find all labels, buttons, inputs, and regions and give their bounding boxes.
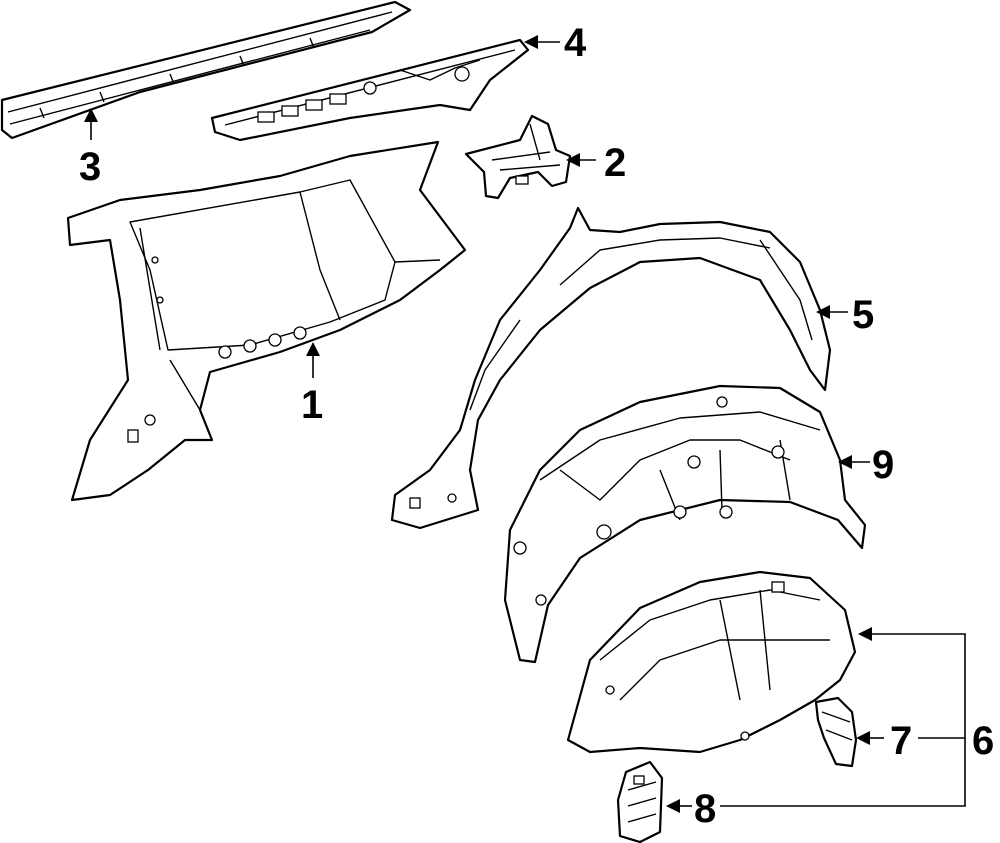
callout-1: 1 bbox=[301, 383, 323, 427]
part-1-quarter-inner-panel bbox=[66, 140, 467, 502]
part-7-small-bracket bbox=[814, 696, 858, 768]
callout-8: 8 bbox=[694, 787, 716, 831]
part-9-wheelhouse-liner bbox=[503, 384, 867, 664]
callout-labels: 1 2 3 4 5 6 7 8 9 bbox=[79, 21, 994, 831]
part-6-wheelhouse-shield bbox=[566, 570, 857, 754]
part-8-lower-bracket bbox=[616, 760, 664, 843]
callout-9: 9 bbox=[872, 443, 894, 487]
part-2-bracket bbox=[464, 114, 572, 200]
part-5-wheelhouse-outer bbox=[390, 206, 832, 530]
callout-3: 3 bbox=[79, 145, 101, 189]
part-3-roof-rail bbox=[0, 0, 412, 140]
callout-7: 7 bbox=[890, 719, 912, 763]
callout-2: 2 bbox=[604, 141, 626, 185]
callout-4: 4 bbox=[564, 21, 587, 65]
part-4-upper-rail bbox=[210, 38, 530, 142]
leader-lines bbox=[84, 35, 966, 813]
callout-5: 5 bbox=[852, 293, 874, 337]
callout-6: 6 bbox=[972, 719, 994, 763]
